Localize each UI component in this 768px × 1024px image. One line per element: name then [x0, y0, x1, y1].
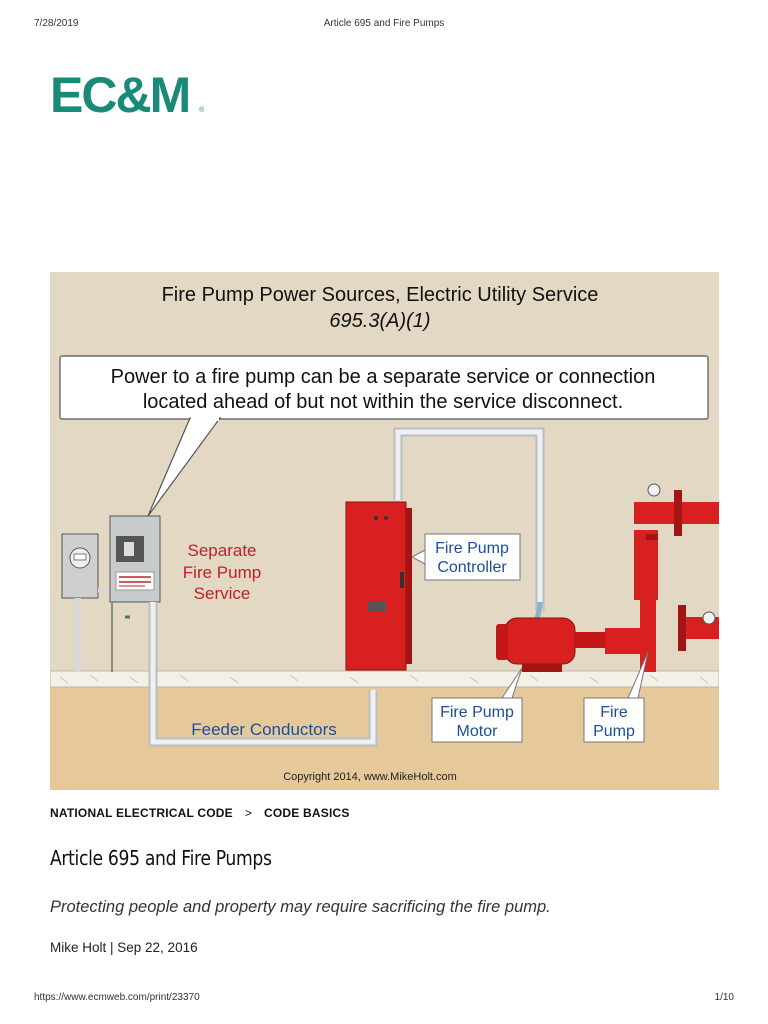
- breadcrumb-national-electrical-code[interactable]: NATIONAL ELECTRICAL CODE: [50, 806, 233, 820]
- meter-base: [61, 533, 110, 672]
- label-service: Service: [194, 584, 251, 603]
- label-controller-1: Fire Pump: [435, 540, 509, 557]
- figure-title: Fire Pump Power Sources, Electric Utilit…: [162, 284, 599, 306]
- fire-pump-diagram: Fire Pump Power Sources, Electric Utilit…: [50, 272, 719, 790]
- print-date: 7/28/2019: [34, 18, 79, 29]
- print-footer-page-number: 1/10: [714, 992, 734, 1003]
- label-controller-2: Controller: [437, 559, 507, 576]
- callout-line-1: Power to a fire pump can be a separate s…: [111, 366, 656, 388]
- svg-text:®: ®: [199, 106, 205, 114]
- label-pump-2: Pump: [593, 723, 635, 740]
- article-byline: Mike Holt | Sep 22, 2016: [50, 940, 198, 955]
- label-feeder-conductors: Feeder Conductors: [191, 720, 337, 739]
- fire-pump: [605, 483, 719, 672]
- label-motor-2: Motor: [457, 723, 499, 740]
- ecm-logo[interactable]: EC&M ®: [50, 64, 210, 120]
- logo-text: EC&M: [50, 67, 189, 120]
- fire-pump-motor: [496, 617, 605, 672]
- article-title: Article 695 and Fire Pumps: [50, 846, 272, 870]
- label-separate: Separate: [188, 541, 257, 560]
- print-footer-url: https://www.ecmweb.com/print/23370: [34, 992, 200, 1003]
- fire-pump-controller: [345, 501, 412, 671]
- breadcrumb-code-basics[interactable]: CODE BASICS: [264, 806, 350, 820]
- breadcrumb: NATIONAL ELECTRICAL CODE > CODE BASICS: [50, 806, 350, 820]
- label-fire-pump: Fire Pump: [183, 563, 261, 582]
- label-pump-1: Fire: [600, 704, 628, 721]
- callout-line-2: located ahead of but not within the serv…: [143, 391, 623, 413]
- callout-box: [59, 355, 709, 420]
- print-header-title: Article 695 and Fire Pumps: [323, 18, 445, 29]
- figure-copyright: Copyright 2014, www.MikeHolt.com: [283, 771, 457, 783]
- label-motor-1: Fire Pump: [440, 704, 514, 721]
- article-subtitle: Protecting people and property may requi…: [50, 898, 551, 916]
- breadcrumb-separator: >: [244, 806, 253, 820]
- fire-pump-disconnect: [109, 515, 161, 672]
- figure-code-ref: 695.3(A)(1): [329, 310, 430, 332]
